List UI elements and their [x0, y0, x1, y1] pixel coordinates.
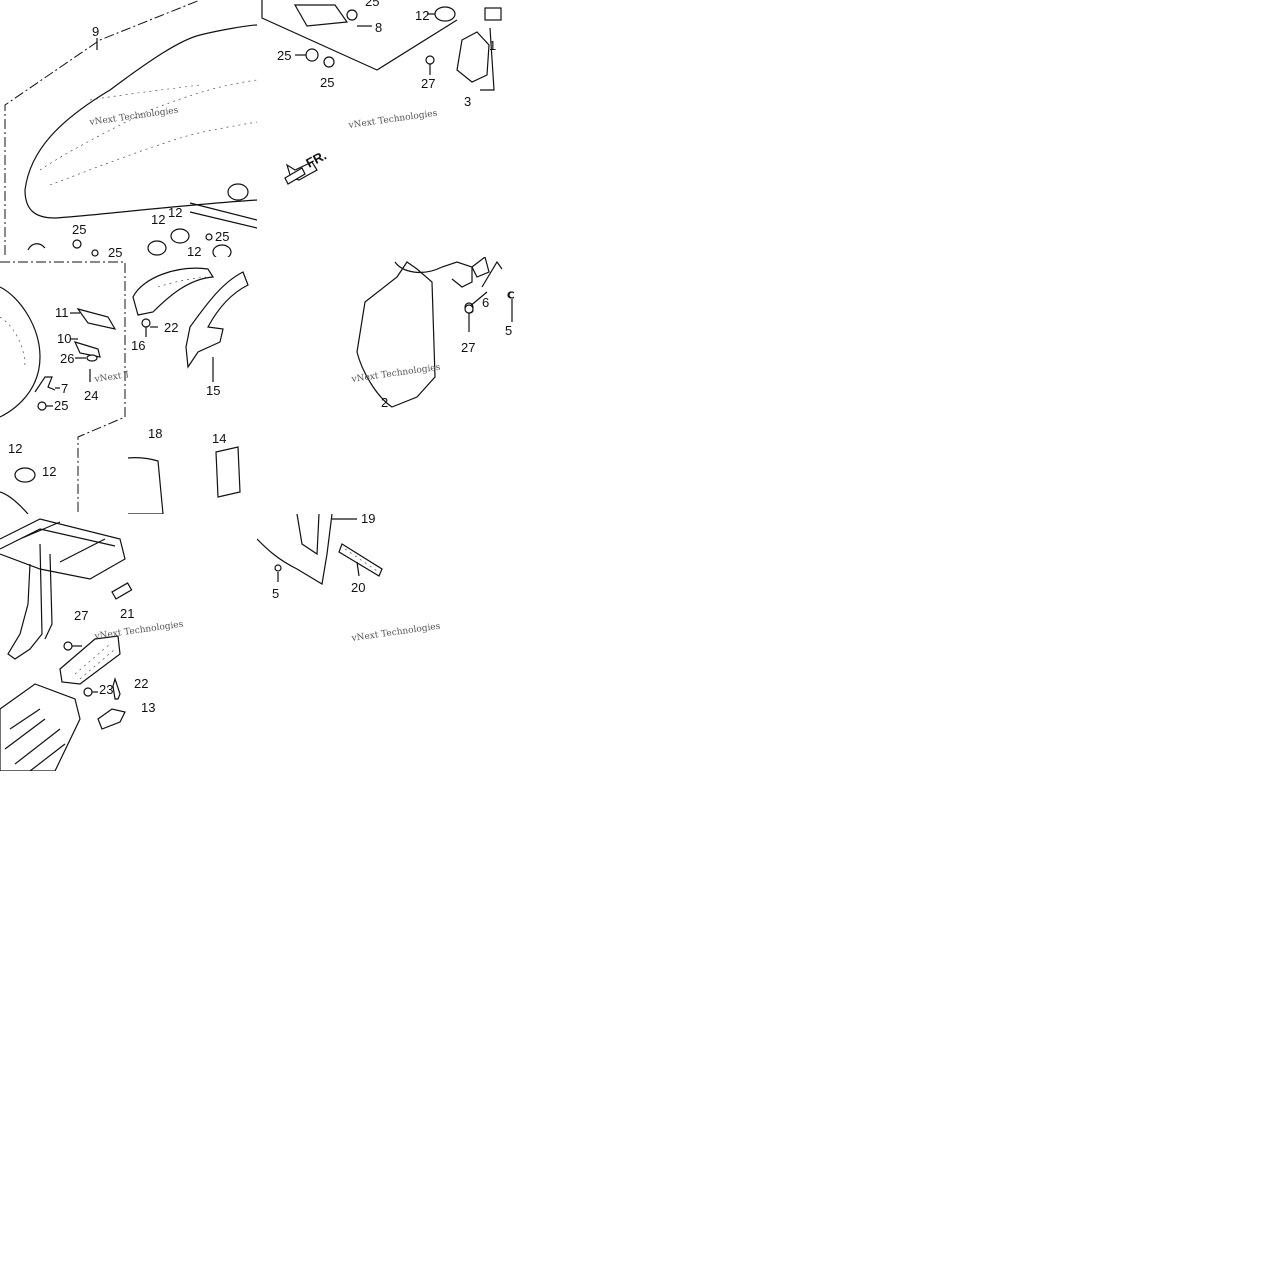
callout-19: 19: [361, 514, 375, 526]
callout-12: 12: [8, 441, 22, 456]
callout-2: 2: [381, 395, 388, 410]
callout-12: 12: [151, 212, 165, 227]
callout-27: 27: [421, 76, 435, 91]
callout-22: 22: [164, 320, 178, 335]
callout-25: 25: [54, 398, 68, 413]
watermark-text: vNext Technologies: [88, 106, 179, 129]
callout-27: 27: [461, 340, 475, 355]
callout-25: 25: [108, 245, 122, 257]
tile-seat-9: vNext Technologies 9 25 12 12 12 25 25: [0, 0, 257, 257]
tile-rear-fender-2: vNext Technologies 6 5 27 2: [257, 257, 514, 514]
tile-seat-lock-3: FR. vNext Technologies 25 8 25 25 12 1 2…: [257, 0, 514, 257]
callout-8: 8: [375, 20, 382, 35]
tile-grab-rail-bracket-4: 22 16 15 18 14 27: [128, 257, 257, 514]
tile-rear-fender-19: vNext Technologies 19 20 5: [257, 514, 514, 771]
watermark-text: vNext Technologies: [350, 363, 441, 386]
tile-carrier-rack: vNext Technologies 27 21 22 23 13: [0, 514, 257, 771]
callout-5: 5: [505, 323, 512, 338]
watermark-text: vNext Technologies: [347, 109, 438, 132]
callout-25: 25: [365, 0, 379, 9]
callout-23: 23: [99, 682, 113, 697]
callout-1: 1: [489, 38, 496, 53]
callout-12: 12: [187, 244, 201, 257]
callout-27: 27: [74, 608, 88, 623]
callout-25: 25: [215, 229, 229, 244]
callout-12: 12: [415, 8, 429, 23]
callout-25: 25: [277, 48, 291, 63]
callout-24: 24: [84, 388, 98, 403]
callout-15: 15: [206, 383, 220, 398]
callout-12: 12: [42, 464, 56, 479]
callout-10: 10: [57, 331, 71, 346]
callout-11: 11: [55, 305, 69, 320]
callout-22: 22: [134, 676, 148, 691]
watermark-text: vNext Technologies: [93, 620, 184, 643]
callout-6: 6: [482, 295, 489, 310]
callout-3: 3: [464, 94, 471, 109]
callout-12: 12: [168, 205, 182, 220]
callout-25: 25: [320, 75, 334, 90]
callout-26: 26: [60, 351, 74, 366]
callout-21: 21: [120, 606, 134, 621]
callout-9: 9: [92, 24, 99, 39]
callout-13: 13: [141, 700, 155, 715]
callout-18: 18: [148, 426, 162, 441]
callout-16: 16: [131, 338, 145, 353]
front-direction-label: FR.: [303, 148, 329, 171]
callout-7: 7: [61, 381, 68, 396]
callout-20: 20: [351, 580, 365, 595]
watermark-text: vNext Technologies: [350, 622, 441, 645]
callout-14: 14: [212, 431, 226, 446]
callout-5: 5: [272, 586, 279, 601]
callout-25: 25: [72, 222, 86, 237]
